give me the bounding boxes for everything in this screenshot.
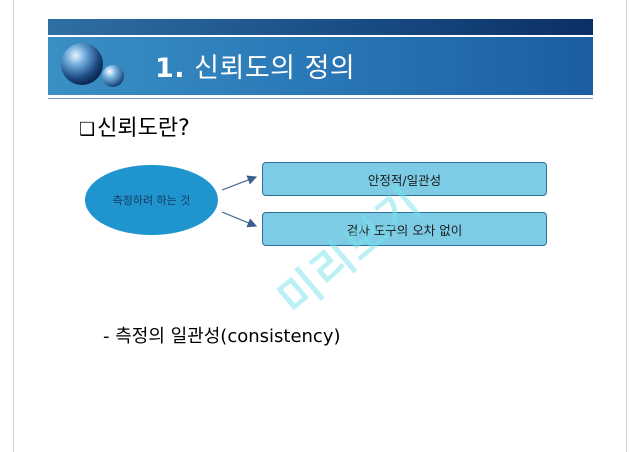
title-text: 신뢰도의 정의 (194, 53, 356, 84)
header-divider (48, 98, 593, 99)
title-number: 1. (155, 53, 186, 84)
arrow-right-icon (221, 175, 258, 191)
stability-box: 안정적/일관성 (262, 162, 547, 196)
ellipse-label: 측정하려 하는 것 (112, 194, 191, 207)
consistency-text: - 측정의 일관성(consistency) (103, 326, 341, 347)
question-text: 신뢰도란? (97, 116, 190, 141)
header-top-bar (48, 19, 593, 35)
question-heading: ❑신뢰도란? (79, 110, 190, 142)
header-band (48, 37, 593, 95)
box2-label: 검사 도구의 오차 없이 (346, 222, 463, 238)
square-bullet-icon: ❑ (79, 119, 96, 140)
arrow-right-icon (221, 211, 258, 228)
page-title: 1. 신뢰도의 정의 (155, 46, 355, 85)
left-edge-line (13, 0, 14, 452)
box1-label: 안정적/일관성 (367, 172, 442, 188)
no-error-box: 검사 도구의 오차 없이 (262, 212, 547, 246)
right-edge-line (626, 0, 627, 452)
measured-target-ellipse: 측정하려 하는 것 (85, 165, 218, 235)
blue-spheres-icon (61, 43, 124, 87)
